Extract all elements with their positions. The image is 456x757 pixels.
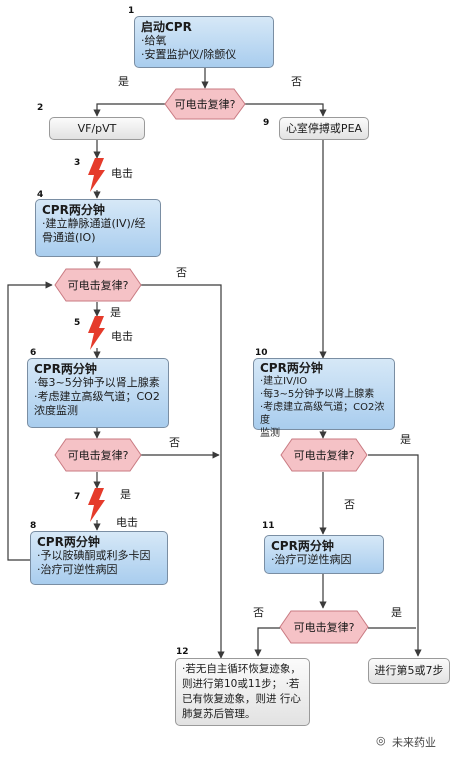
decision-shockable-4: 可电击复律? (280, 438, 368, 472)
step-number-8: 8 (30, 521, 37, 531)
step-4-line-2: 骨通道(IO) (42, 231, 96, 244)
start-cpr-line-1: ·给氧 (141, 34, 167, 47)
branch-yes-5: 是 (391, 606, 402, 619)
decision-2-text: 可电击复律? (67, 279, 129, 292)
step-12-line-2: 则进行第10或11步； (182, 678, 283, 690)
step-number-2: 2 (37, 103, 44, 113)
branch-yes-4: 是 (400, 433, 411, 446)
post-assessment-box: ·若无自主循环恢复迹象， 则进行第10或11步； ·若已有恢复迹象，则进 行心肺… (175, 658, 310, 726)
branch-yes-3: 是 (120, 488, 131, 501)
step-8-line-2: ·治疗可逆性病因 (37, 563, 118, 576)
branch-yes-2: 是 (110, 306, 121, 319)
decision-5-text: 可电击复律? (293, 621, 355, 634)
step-4-title: CPR两分钟 (42, 203, 105, 217)
branch-no-3: 否 (169, 436, 180, 449)
step-8-title: CPR两分钟 (37, 535, 100, 549)
decision-shockable-1: 可电击复律? (164, 88, 246, 120)
step-number-12: 12 (176, 647, 189, 657)
step-number-11: 11 (262, 521, 275, 531)
decision-shockable-5: 可电击复律? (279, 610, 369, 644)
step-number-6: 6 (30, 348, 37, 358)
step-number-5: 5 (74, 318, 81, 328)
branch-no-1: 否 (291, 75, 302, 88)
branch-no-5: 否 (253, 606, 264, 619)
start-cpr-line-2: ·安置监护仪/除颤仪 (141, 48, 237, 61)
step-number-7: 7 (74, 492, 81, 502)
cpr-two-min-box-4: CPR两分钟 ·建立静脉通道(IV)/经 骨通道(IO) (35, 199, 161, 257)
shock-label-5: 电击 (111, 330, 133, 343)
decision-1-text: 可电击复律? (174, 98, 236, 111)
decision-3-text: 可电击复律? (67, 449, 129, 462)
shock-label-3: 电击 (111, 167, 133, 180)
step-10-line-2: ·每3~5分钟予以肾上腺素 (260, 389, 375, 400)
shock-label-7: 电击 (116, 516, 138, 529)
step-6-line-1: ·每3~5分钟予以肾上腺素 (34, 376, 160, 389)
step-12-line-3: ·若已有恢复迹象，则进 (182, 678, 300, 705)
cpr-two-min-box-6: CPR两分钟 ·每3~5分钟予以肾上腺素 ·考虑建立高级气道；CO2 浓度监测 (27, 358, 169, 428)
lightning-bolt-icon (88, 316, 105, 350)
start-cpr-title: 启动CPR (141, 20, 192, 34)
step-4-line-1: ·建立静脉通道(IV)/经 (42, 217, 146, 230)
goto-step-5-7-box: 进行第5或7步 (368, 658, 450, 684)
branch-no-4: 否 (344, 498, 355, 511)
step-6-line-2: ·考虑建立高级气道；CO2 (34, 390, 160, 403)
asystole-pea-box: 心室停搏或PEA (279, 117, 369, 140)
step-12-line-4: 行心肺复苏后管理。 (182, 693, 301, 720)
branch-yes-1: 是 (118, 75, 129, 88)
decision-shockable-2: 可电击复律? (54, 268, 142, 302)
step-6-title: CPR两分钟 (34, 362, 97, 376)
step-6-line-3: 浓度监测 (34, 404, 78, 417)
step-number-10: 10 (255, 348, 268, 358)
step-10-line-3: ·考虑建立高级气道；CO2浓度 (260, 402, 385, 426)
cpr-two-min-box-11: CPR两分钟 ·治疗可逆性病因 (264, 535, 384, 574)
branch-no-2: 否 (176, 266, 187, 279)
step-11-title: CPR两分钟 (271, 539, 334, 553)
step-number-9: 9 (263, 118, 270, 128)
step-12-line-1: ·若无自主循环恢复迹象， (182, 663, 301, 675)
cpr-two-min-box-10: CPR两分钟 ·建立IV/IO ·每3~5分钟予以肾上腺素 ·考虑建立高级气道；… (253, 358, 395, 439)
lightning-bolt-icon (88, 158, 105, 192)
decision-shockable-3: 可电击复律? (54, 438, 142, 472)
watermark-text: 未来药业 (392, 736, 436, 749)
watermark-logo-icon: ◎ (376, 734, 386, 747)
step-10-title: CPR两分钟 (260, 361, 323, 375)
start-cpr-box: 启动CPR ·给氧 ·安置监护仪/除颤仪 (134, 16, 274, 68)
step-number-3: 3 (74, 158, 81, 168)
vf-pvt-box: VF/pVT (49, 117, 145, 140)
step-10-line-4: 监测 (260, 428, 280, 439)
step-11-line-1: ·治疗可逆性病因 (271, 553, 352, 566)
cpr-two-min-box-8: CPR两分钟 ·予以胺碘酮或利多卡因 ·治疗可逆性病因 (30, 531, 168, 585)
step-10-line-1: ·建立IV/IO (260, 376, 308, 387)
lightning-bolt-icon (88, 488, 105, 522)
step-number-4: 4 (37, 190, 44, 200)
decision-4-text: 可电击复律? (293, 449, 355, 462)
step-number-1: 1 (128, 6, 135, 16)
step-8-line-1: ·予以胺碘酮或利多卡因 (37, 549, 151, 562)
